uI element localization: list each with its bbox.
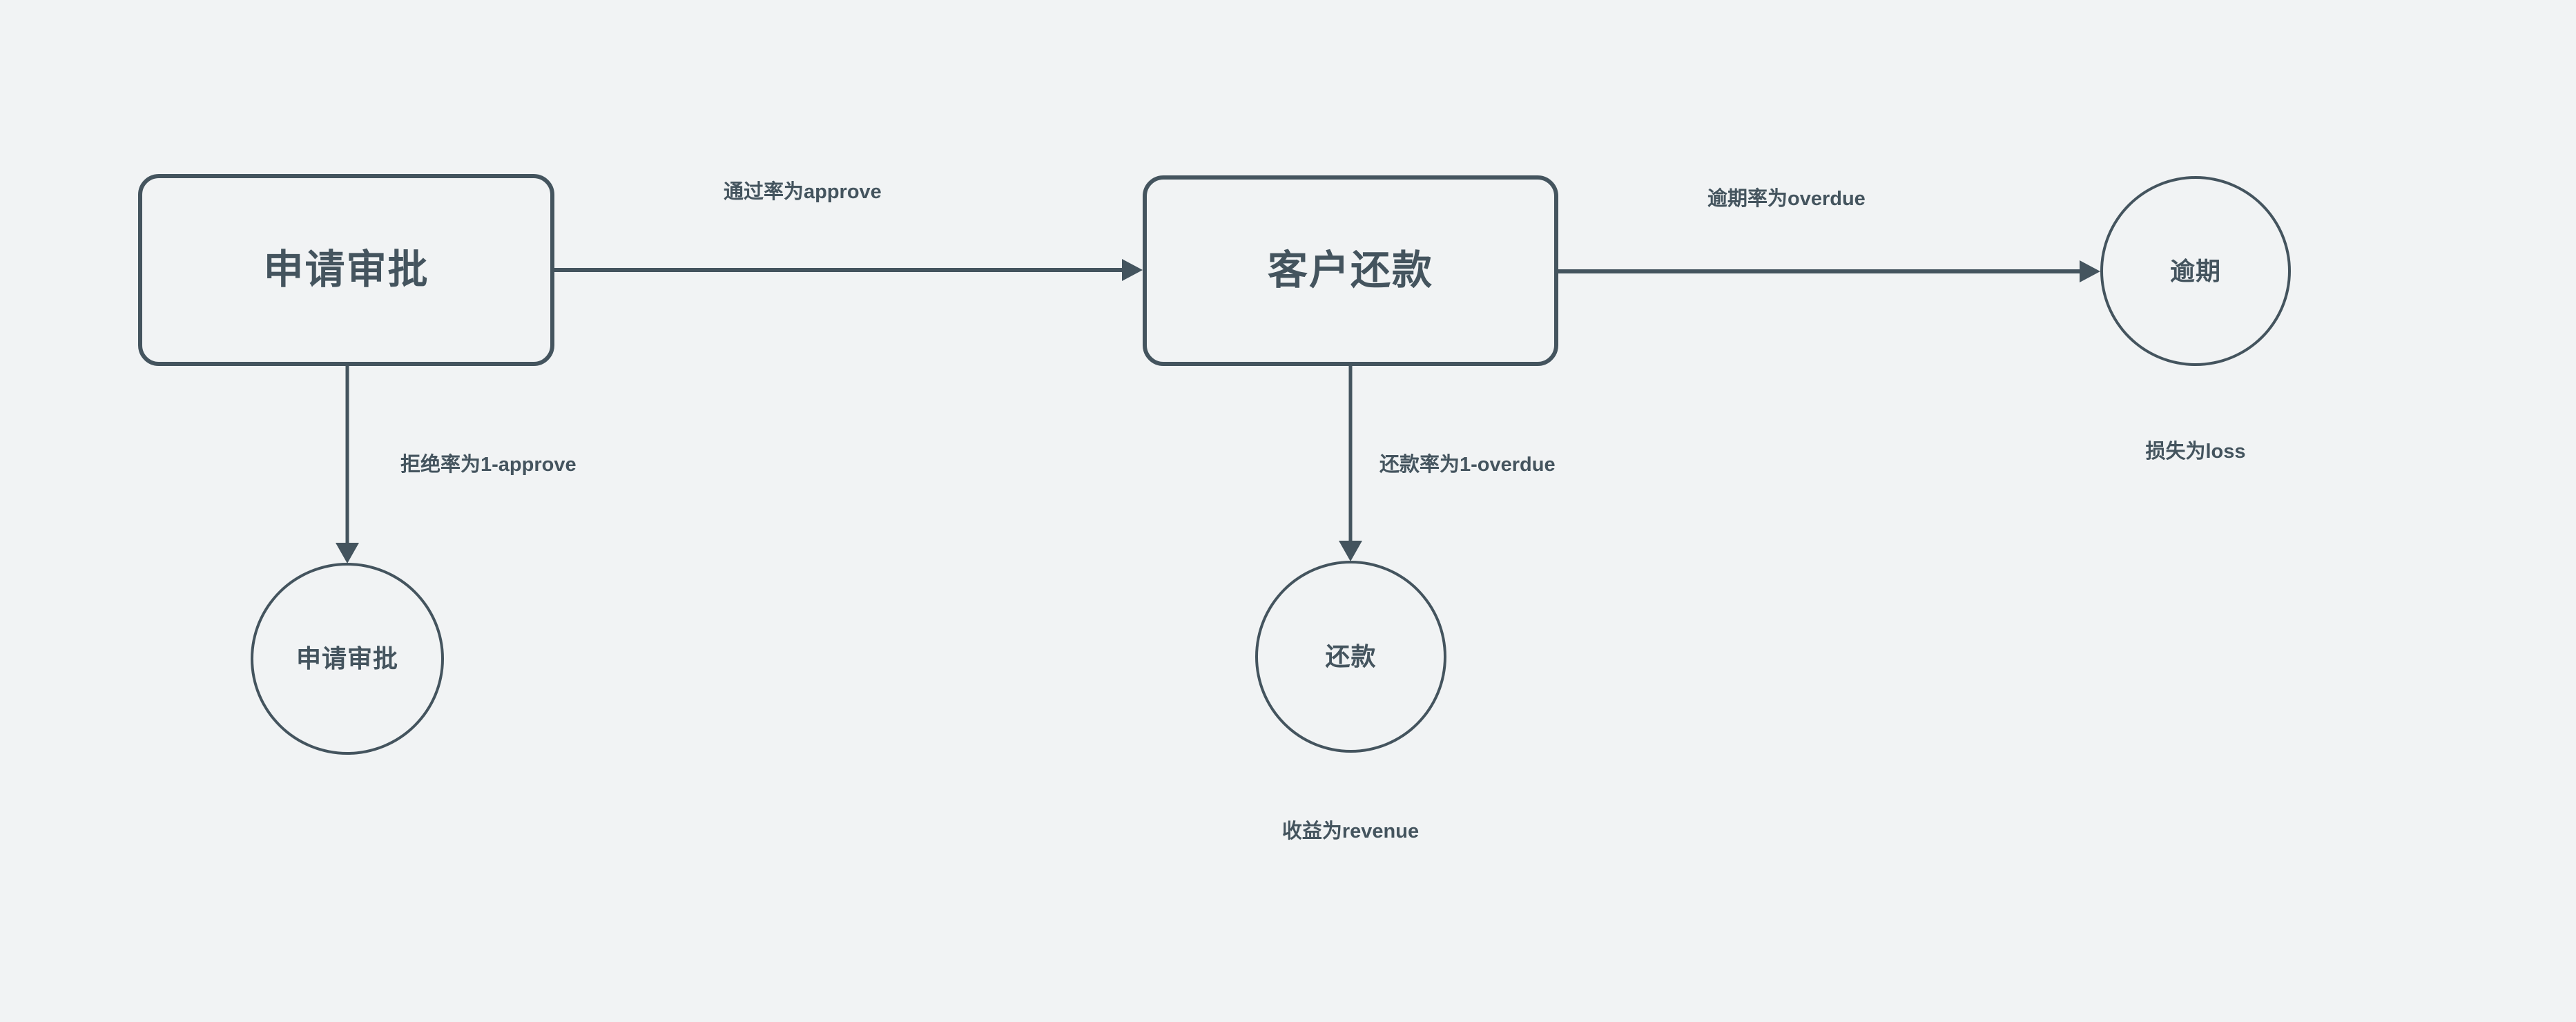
edge-label-overdue: 逾期率为overdue xyxy=(1707,188,1866,210)
edge-label-approve: 通过率为approve xyxy=(724,181,882,203)
node-customer-repay[interactable]: 客户还款 xyxy=(1143,175,1558,366)
edge-overdue xyxy=(1558,260,2100,282)
note-loss: 损失为loss xyxy=(2145,441,2246,463)
edge-label-reject: 拒绝率为1-approve xyxy=(400,454,577,476)
note-revenue: 收益为revenue xyxy=(1281,820,1420,842)
node-rejected[interactable]: 申请审批 xyxy=(251,563,444,755)
node-repaid[interactable]: 还款 xyxy=(1255,561,1446,753)
node-repaid-label: 还款 xyxy=(1325,642,1377,671)
edge-reject xyxy=(336,366,359,563)
node-rejected-label: 申请审批 xyxy=(296,644,398,673)
edge-repay xyxy=(1339,366,1362,561)
node-apply-review-label: 申请审批 xyxy=(263,247,429,292)
node-customer-repay-label: 客户还款 xyxy=(1267,247,1433,293)
edge-approve xyxy=(554,259,1143,281)
edge-label-repay: 还款率为1-overdue xyxy=(1379,454,1556,476)
node-overdue[interactable]: 逾期 xyxy=(2100,176,2291,366)
node-apply-review[interactable]: 申请审批 xyxy=(138,174,554,366)
node-overdue-label: 逾期 xyxy=(2169,256,2221,285)
